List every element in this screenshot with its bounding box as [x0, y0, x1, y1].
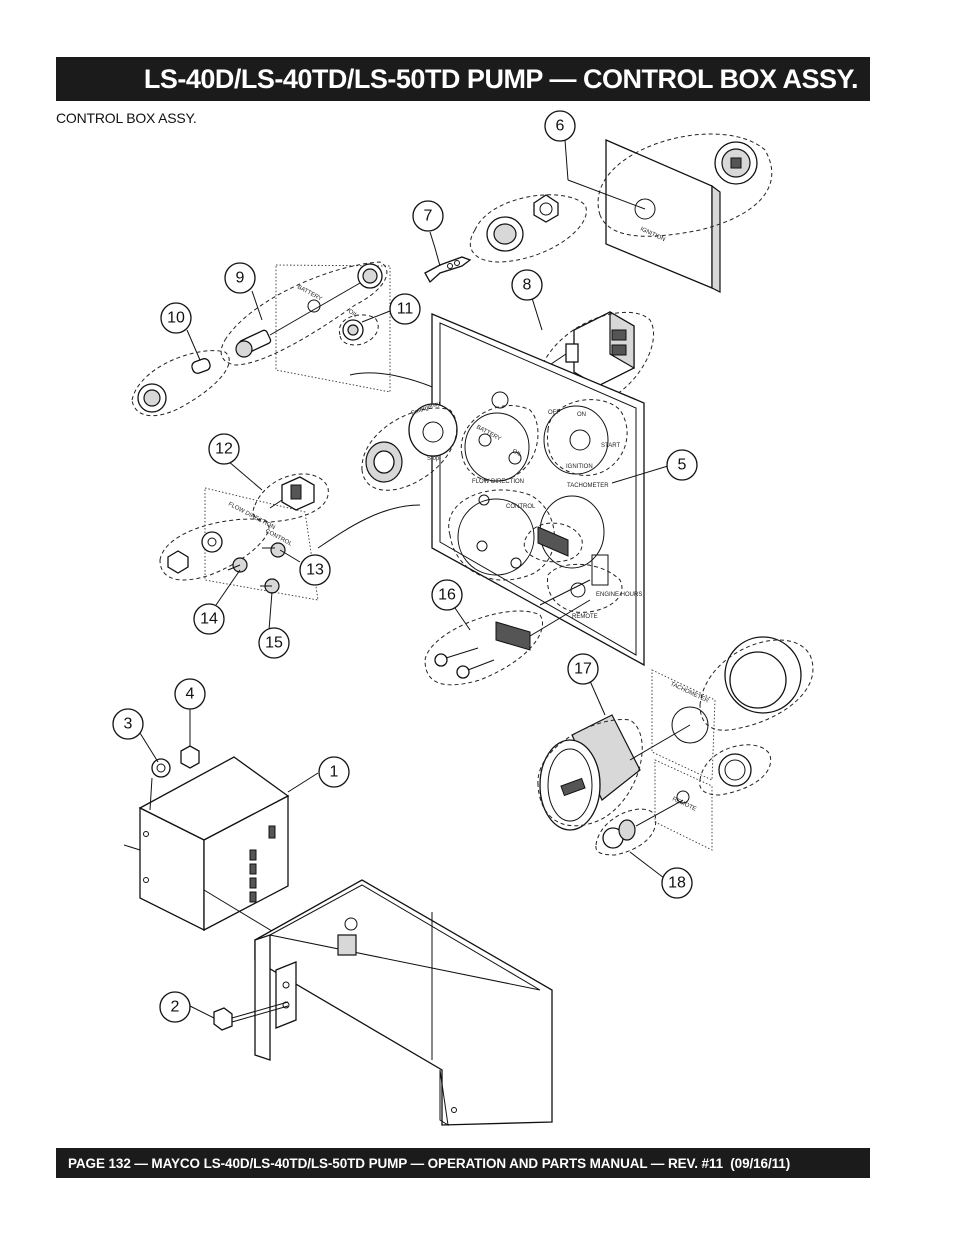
svg-text:8: 8 — [523, 277, 532, 294]
hour-meter — [523, 522, 583, 563]
oil-plate-label: OIL — [347, 309, 359, 320]
toggle-boot-14 — [227, 557, 248, 573]
toggle-switch-assembly: FLOW DIRECTION CONTROL — [159, 473, 421, 601]
svg-text:16: 16 — [438, 587, 456, 604]
tachometer-plate-label: TACHOMETER — [669, 681, 710, 704]
oil-gauge-label: OIL — [511, 448, 523, 458]
remote-label: REMOTE — [572, 614, 598, 620]
flow-direction-label: FLOW DIRECTION — [472, 479, 524, 485]
ignition-cutout: OFF ON START IGNITION — [543, 405, 620, 475]
flow-toggle-switch — [269, 476, 315, 511]
callout-12: 12 — [208, 433, 240, 465]
svg-text:11: 11 — [397, 301, 414, 318]
lamp-bulb — [191, 358, 211, 374]
washer-and-nut — [149, 745, 200, 811]
svg-text:15: 15 — [265, 635, 283, 652]
callout-1: 1 — [318, 756, 350, 788]
svg-text:5: 5 — [678, 457, 687, 474]
emergency-stop-assembly: Emergency Stop — [361, 401, 458, 491]
control-label: CONTROL — [506, 504, 536, 510]
svg-text:7: 7 — [424, 208, 433, 225]
callout-8: 8 — [511, 269, 543, 301]
screw-upper — [434, 647, 479, 667]
svg-text:9: 9 — [236, 270, 245, 287]
screw-lower — [456, 659, 495, 679]
relay-component — [489, 310, 655, 406]
start-label: START — [601, 443, 620, 449]
lamp-lens — [137, 383, 167, 413]
callout-14: 14 — [193, 603, 225, 635]
callout-13: 13 — [299, 554, 331, 586]
toggle-boot-15 — [260, 578, 280, 594]
indicator-light-assembly: BATTERY OIL — [131, 261, 451, 417]
ignition-keyswitch — [714, 141, 758, 185]
section-subtitle: CONTROL BOX ASSY. — [56, 110, 197, 126]
tachometer-gauge-body — [539, 714, 641, 831]
callout-5: 5 — [666, 449, 698, 481]
callout-6: 6 — [544, 110, 576, 142]
svg-text:1: 1 — [330, 764, 339, 781]
remote-receptacle-assembly: REMOTE — [595, 744, 772, 856]
ignition-nut-and-ring — [486, 194, 559, 252]
tachometer-assembly: TACHOMETER — [537, 636, 814, 831]
svg-text:13: 13 — [306, 562, 324, 579]
on-label: ON — [577, 412, 586, 418]
svg-text:4: 4 — [186, 686, 195, 703]
ignition-panel-label: IGNITION — [566, 464, 593, 470]
remote-connector — [602, 799, 684, 849]
page-title: LS-40D/LS-40TD/LS-50TD PUMP — CONTROL BO… — [143, 63, 859, 94]
svg-text:2: 2 — [171, 999, 180, 1016]
off-label: OFF — [548, 410, 560, 416]
mounting-frame — [254, 879, 553, 1126]
control-panel: BATTERY OIL OFF ON START IGNITION TACHOM… — [431, 313, 645, 667]
callout-9: 9 — [224, 262, 256, 294]
callout-17: 17 — [567, 653, 599, 685]
svg-text:6: 6 — [556, 118, 565, 135]
stop-label: Stop — [427, 456, 440, 462]
engine-hours-label: ENGINE HOURS — [596, 592, 642, 598]
leader-lines — [139, 139, 669, 1019]
ignition-key — [424, 247, 472, 284]
svg-text:12: 12 — [215, 441, 233, 458]
callout-10: 10 — [160, 302, 192, 334]
ignition-bracket-assembly: IGNITION — [469, 133, 773, 293]
flow-control-cutout: FLOW DIRECTION CONTROL — [457, 479, 536, 576]
callout-11: 11 — [389, 293, 421, 325]
callout-7: 7 — [412, 200, 444, 232]
callout-4: 4 — [174, 678, 206, 710]
control-toggle-switch — [262, 542, 286, 558]
svg-text:17: 17 — [574, 661, 592, 678]
page-title-bar: LS-40D/LS-40TD/LS-50TD PUMP — CONTROL BO… — [56, 57, 870, 101]
svg-text:3: 3 — [124, 716, 133, 733]
page-footer: PAGE 132 — MAYCO LS-40D/LS-40TD/LS-50TD … — [68, 1155, 791, 1171]
battery-plate-label: BATTERY — [296, 284, 323, 302]
callout-2: 2 — [159, 991, 191, 1023]
tachometer-bezel — [724, 636, 802, 714]
remote-nut — [718, 753, 752, 787]
engine-hours-cutout: ENGINE HOURS — [591, 554, 642, 598]
terminal-block-and-screws — [424, 599, 591, 686]
svg-text:14: 14 — [200, 611, 218, 628]
tachometer-label: TACHOMETER — [567, 483, 609, 489]
callout-15: 15 — [258, 627, 290, 659]
battery-lamp-socket — [235, 329, 272, 358]
callout-18: 18 — [661, 867, 693, 899]
callout-16: 16 — [431, 579, 463, 611]
mounting-bolt — [213, 1001, 289, 1031]
page-footer-bar: PAGE 132 — MAYCO LS-40D/LS-40TD/LS-50TD … — [56, 1148, 870, 1178]
svg-text:18: 18 — [668, 875, 686, 892]
callout-3: 3 — [112, 708, 144, 740]
control-box — [123, 756, 321, 961]
svg-text:10: 10 — [167, 310, 185, 327]
